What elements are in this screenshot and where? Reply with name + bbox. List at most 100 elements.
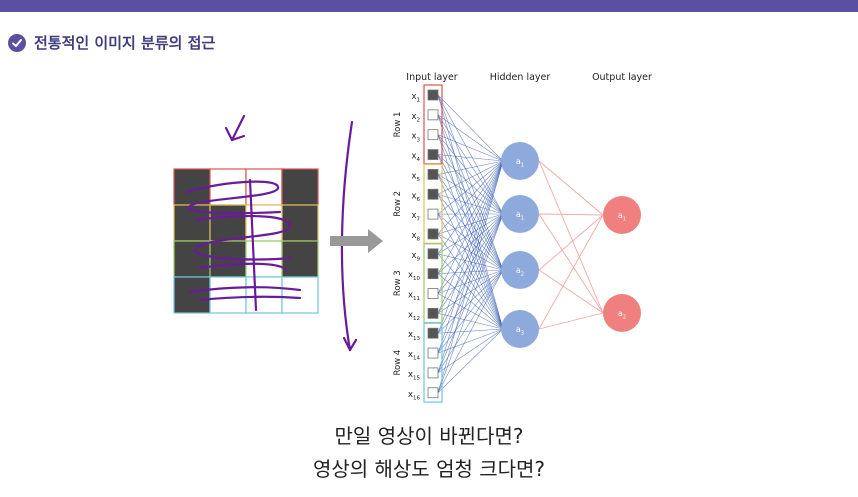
grid-cell bbox=[173, 240, 211, 278]
input-label-sub: 10 bbox=[413, 276, 421, 282]
input-label-base: x bbox=[408, 310, 413, 320]
output-node-label-base: a bbox=[618, 309, 623, 318]
input-node bbox=[427, 367, 439, 379]
input-hidden-edge bbox=[437, 213, 504, 393]
input-hidden-edge bbox=[437, 269, 504, 294]
hidden-node-label-sub: 2 bbox=[521, 271, 524, 277]
input-label-base: x bbox=[411, 251, 416, 261]
network-edges bbox=[437, 94, 604, 393]
hidden-output-edge bbox=[538, 312, 604, 330]
input-hidden-edge bbox=[437, 160, 504, 215]
input-label-base: x bbox=[408, 350, 413, 360]
input-node bbox=[427, 268, 439, 280]
input-node bbox=[427, 149, 439, 160]
input-label-base: x bbox=[408, 271, 413, 281]
output-node-label-sub: 1 bbox=[623, 216, 626, 222]
input-hidden-edge bbox=[437, 233, 504, 271]
input-hidden-edge bbox=[437, 213, 504, 294]
grid-cell bbox=[173, 276, 211, 314]
input-hidden-edge bbox=[437, 154, 504, 162]
input-hidden-edge bbox=[437, 328, 504, 374]
input-hidden-edge bbox=[437, 114, 504, 162]
input-label: x8 bbox=[411, 231, 420, 243]
hidden-node-label-sub: 3 bbox=[521, 330, 524, 336]
input-label-sub: 9 bbox=[416, 256, 420, 262]
input-hidden-edge bbox=[437, 213, 504, 255]
input-hidden-edge bbox=[437, 213, 504, 334]
input-hidden-edge bbox=[437, 160, 504, 354]
input-label-base: x bbox=[411, 231, 416, 241]
input-node bbox=[427, 347, 439, 359]
hidden-node-label: a1 bbox=[516, 210, 524, 221]
input-hidden-edge bbox=[437, 213, 504, 274]
input-hidden-edge bbox=[437, 154, 504, 215]
input-hidden-edge bbox=[437, 134, 504, 162]
grid-cell bbox=[209, 204, 247, 242]
input-label: x9 bbox=[411, 251, 420, 263]
layer-labels: Input layer Hidden layer Output layer bbox=[406, 72, 652, 83]
input-label: x10 bbox=[408, 271, 421, 283]
hidden-node-label-base: a bbox=[516, 157, 521, 166]
input-label-base: x bbox=[411, 211, 416, 221]
pen-stroke bbox=[224, 126, 234, 142]
top-bar bbox=[0, 0, 858, 12]
pen-stroke bbox=[348, 338, 358, 352]
hidden-node-label: a2 bbox=[516, 266, 524, 277]
pen-stroke bbox=[248, 178, 258, 312]
input-hidden-edge bbox=[437, 160, 504, 235]
hidden-node bbox=[501, 142, 539, 180]
input-hidden-edge bbox=[437, 269, 504, 334]
hidden-output-edge bbox=[538, 214, 604, 330]
input-label-sub: 16 bbox=[413, 395, 421, 401]
input-hidden-edge bbox=[437, 160, 504, 314]
input-hidden-edge bbox=[437, 328, 504, 354]
hidden-output-edge bbox=[538, 213, 604, 216]
input-label-base: x bbox=[411, 112, 416, 122]
row-label: Row 3 bbox=[393, 270, 403, 296]
input-label-sub: 8 bbox=[416, 237, 420, 243]
input-hidden-edge bbox=[437, 174, 504, 215]
input-label-sub: 5 bbox=[416, 177, 420, 183]
input-label-base: x bbox=[411, 191, 416, 201]
input-hidden-edge bbox=[437, 160, 504, 393]
input-hidden-edge bbox=[437, 160, 504, 373]
input-label-base: x bbox=[408, 390, 413, 400]
output-node bbox=[603, 196, 641, 234]
input-hidden-edge bbox=[437, 134, 504, 215]
input-label: x6 bbox=[411, 191, 420, 203]
input-hidden-edge bbox=[437, 94, 504, 162]
pen-stroke bbox=[230, 134, 246, 142]
pen-stroke bbox=[198, 262, 288, 272]
check-circle-icon bbox=[8, 33, 26, 52]
pen-stroke bbox=[184, 180, 282, 215]
input-node bbox=[427, 208, 439, 220]
hidden-output-edge bbox=[538, 160, 604, 314]
input-node bbox=[427, 307, 439, 319]
grid-cell bbox=[209, 276, 247, 314]
grid-cell bbox=[281, 168, 319, 206]
row-label: Row 2 bbox=[393, 191, 403, 217]
input-label-base: x bbox=[411, 152, 416, 162]
hidden-output-edge bbox=[538, 213, 604, 314]
output-node-label-base: a bbox=[618, 211, 623, 220]
input-hidden-edge bbox=[437, 160, 504, 175]
row-label: Row 4 bbox=[393, 350, 403, 376]
input-label: x5 bbox=[411, 171, 420, 183]
input-hidden-edge bbox=[437, 194, 504, 271]
input-hidden-edge bbox=[437, 154, 504, 271]
input-label-sub: 2 bbox=[416, 117, 420, 123]
input-hidden-edge bbox=[437, 269, 504, 274]
input-node bbox=[427, 109, 439, 121]
input-label: x12 bbox=[408, 310, 420, 322]
hidden-node bbox=[501, 251, 539, 289]
grid-cell bbox=[281, 204, 319, 242]
hidden-node bbox=[501, 195, 539, 233]
grid-cell bbox=[281, 276, 319, 314]
input-hidden-edge bbox=[437, 213, 504, 354]
input-node bbox=[427, 248, 439, 260]
output-layer-label: Output layer bbox=[592, 72, 652, 83]
input-label: x14 bbox=[408, 350, 421, 362]
input-label-sub: 15 bbox=[413, 375, 421, 381]
input-label: x1 bbox=[411, 92, 420, 104]
